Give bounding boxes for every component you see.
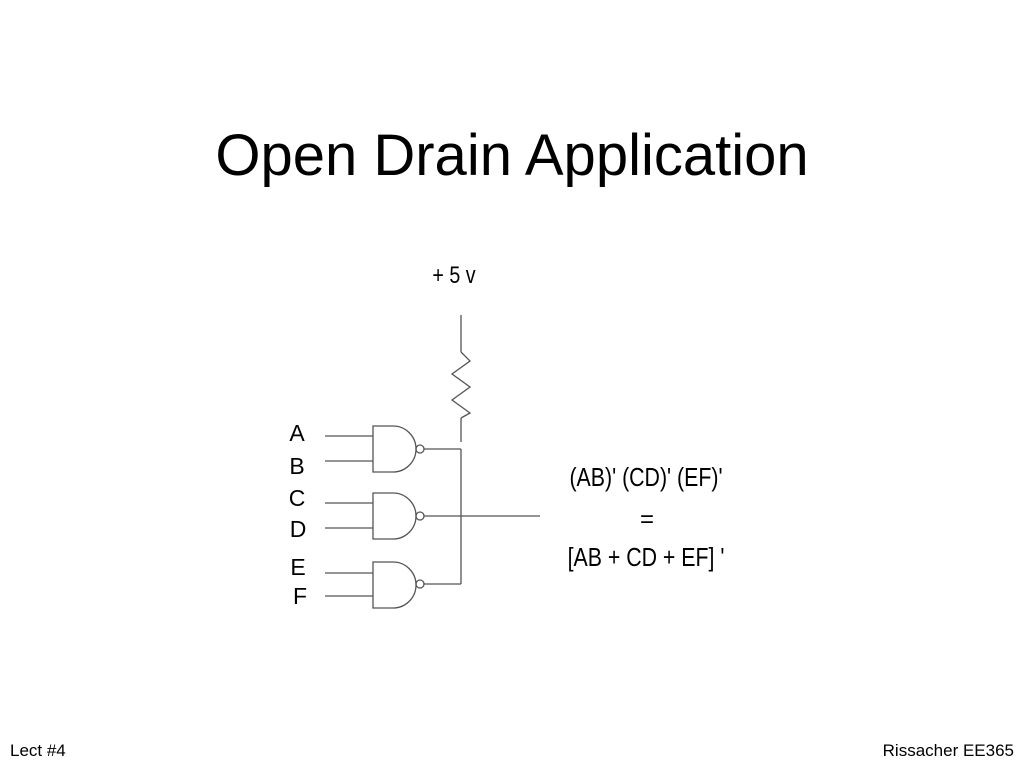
nand-gate-ef <box>325 561 461 609</box>
footer-lecture-number: Lect #4 <box>10 741 66 760</box>
pull-up-resistor <box>450 315 472 442</box>
input-label-f: F <box>293 583 307 609</box>
equation-line-1: (AB)' (CD)' (EF)' <box>569 463 722 493</box>
footer-course-name: Rissacher EE365 <box>882 741 1014 760</box>
equation-line-2: = <box>640 506 654 533</box>
nand-gate-cd <box>325 492 425 540</box>
input-label-c: C <box>289 485 306 511</box>
slide-title: Open Drain Application <box>215 123 809 188</box>
input-label-a: A <box>289 420 305 446</box>
supply-voltage-label: + 5 v <box>432 261 475 288</box>
nand-gate-ab <box>325 425 461 473</box>
input-label-e: E <box>290 554 305 580</box>
input-label-d: D <box>290 516 307 542</box>
equation-line-3: [AB + CD + EF] ' <box>568 543 725 573</box>
input-label-b: B <box>289 453 304 479</box>
